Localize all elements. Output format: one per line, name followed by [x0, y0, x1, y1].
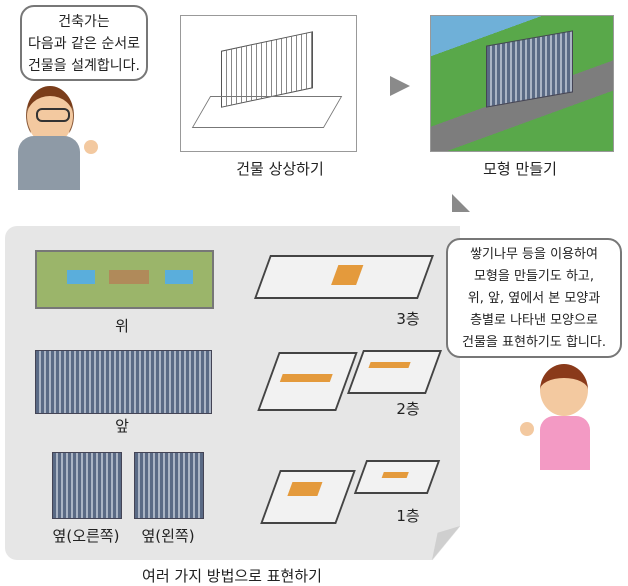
- bubble-line: 다음과 같은 순서로: [28, 36, 140, 52]
- step1-label: 건물 상상하기: [236, 160, 324, 178]
- bubble-line: 건물을 설계합니다.: [28, 58, 140, 74]
- arrow-right-icon: [390, 76, 410, 96]
- bubble-line: 모형을 만들기도 하고,: [473, 269, 595, 284]
- building-sketch-image: [180, 15, 357, 152]
- building-model-image: [430, 15, 614, 152]
- bubble-line: 건축가는: [58, 14, 110, 30]
- floor3-plan-image: [253, 255, 435, 299]
- floor1-plan-image-b: [353, 460, 441, 494]
- floor-label-2: 2층: [396, 400, 420, 418]
- view-label-side-right: 옆(오른쪽): [52, 527, 120, 545]
- side-right-view-image: [52, 452, 122, 519]
- floor-label-1: 1층: [396, 507, 420, 525]
- floor2-plan-image-b: [346, 350, 443, 394]
- boy-illustration: [14, 86, 104, 190]
- girl-speech-bubble: 쌓기나무 등을 이용하여 모형을 만들기도 하고, 위, 앞, 옆에서 본 모양…: [446, 238, 622, 358]
- bubble-line: 층별로 나타낸 모양으로: [470, 313, 598, 328]
- panel-caption: 여러 가지 방법으로 표현하기: [142, 567, 322, 585]
- front-view-image: [35, 350, 212, 414]
- view-label-top: 위: [115, 317, 129, 335]
- view-label-side-left: 옆(왼쪽): [141, 527, 195, 545]
- girl-illustration: [518, 362, 608, 470]
- bubble-line: 건물을 표현하기도 합니다.: [462, 335, 606, 350]
- boy-speech-bubble: 건축가는 다음과 같은 순서로 건물을 설계합니다.: [20, 5, 148, 81]
- view-label-front: 앞: [115, 417, 129, 435]
- bubble-line: 위, 앞, 옆에서 본 모양과: [467, 291, 601, 306]
- bubble-line: 쌓기나무 등을 이용하여: [470, 247, 598, 262]
- top-view-image: [35, 250, 214, 309]
- step2-label: 모형 만들기: [483, 160, 557, 178]
- side-left-view-image: [134, 452, 204, 519]
- floor-label-3: 3층: [396, 310, 420, 328]
- arrow-down-left-icon: [452, 194, 470, 212]
